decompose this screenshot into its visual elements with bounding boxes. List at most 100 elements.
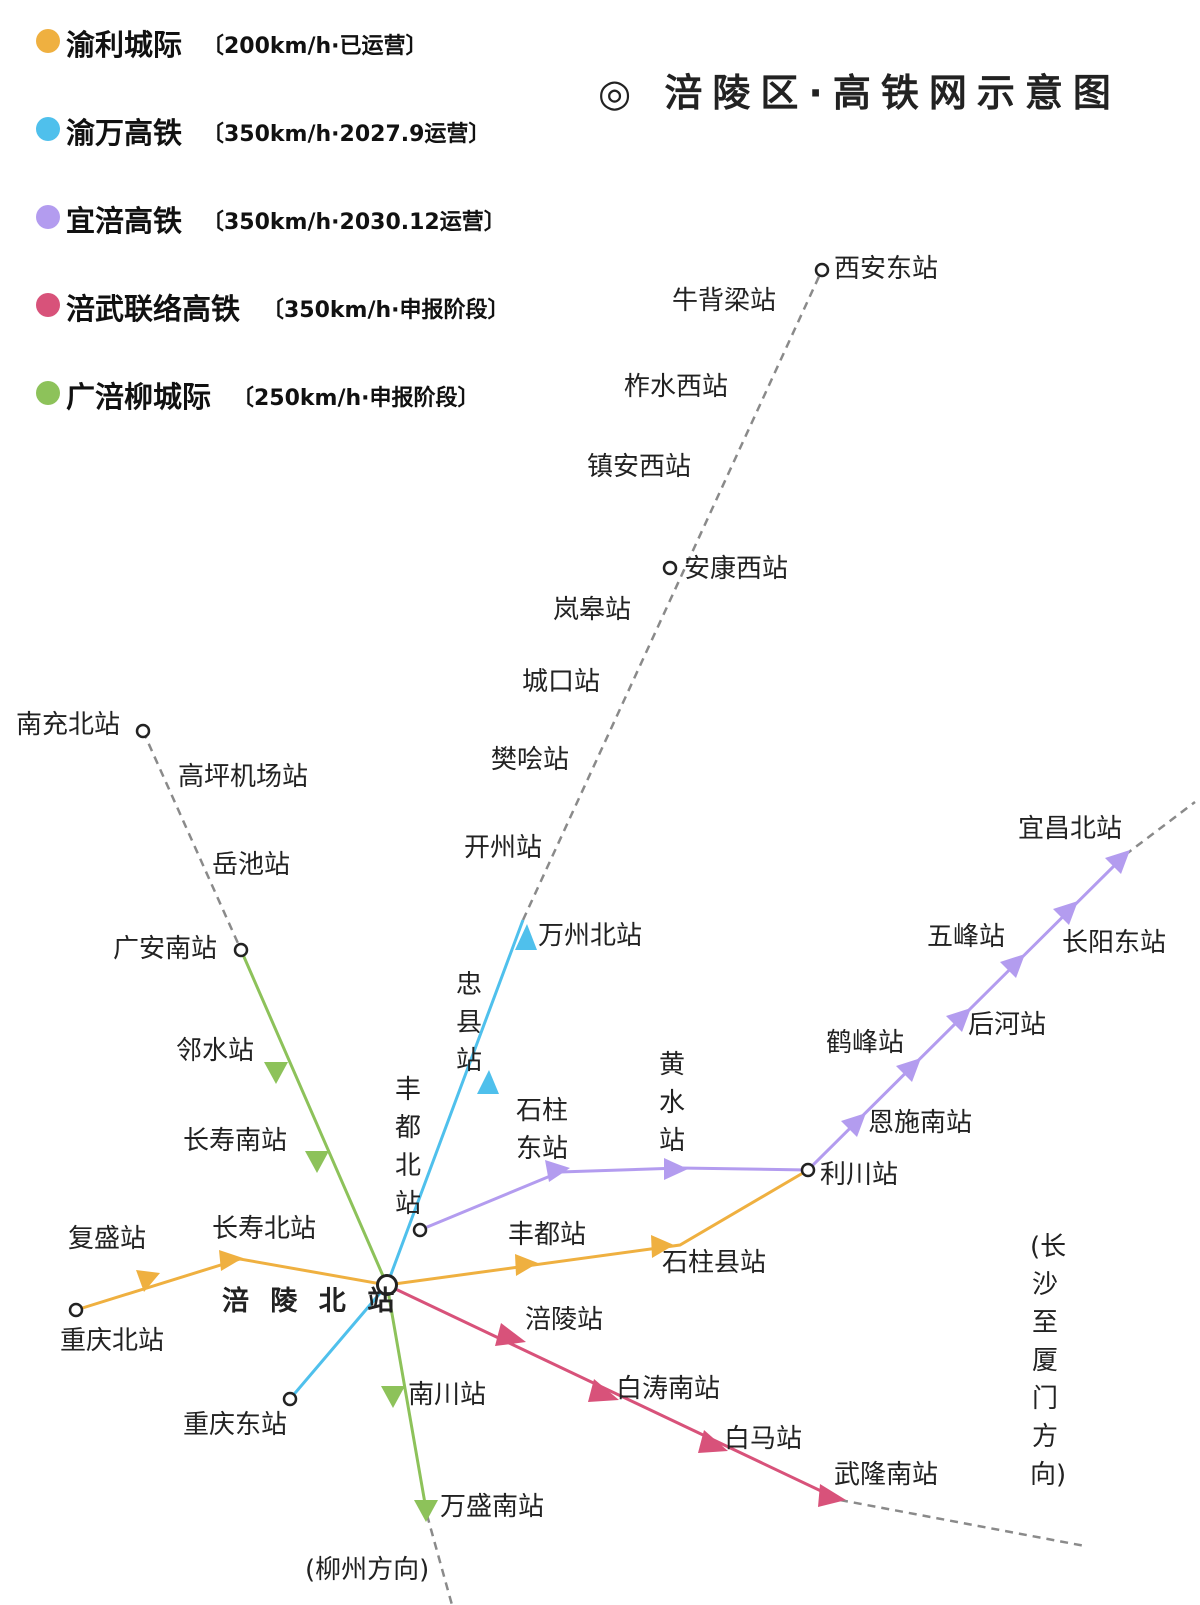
legend-name-yifu: 宜涪高铁 xyxy=(66,204,183,238)
station-label-hefeng: 鹤峰站 xyxy=(826,1028,905,1058)
station-label-chengkou: 城口站 xyxy=(522,667,601,697)
arrows-orange xyxy=(136,1235,674,1292)
arrow-marker xyxy=(946,1008,971,1032)
station-label-baitao-south: 白涛南站 xyxy=(616,1374,721,1404)
legend-dot-guangfuliu xyxy=(36,381,60,405)
station-label-shizhu-east: 石柱东站 xyxy=(512,1092,572,1168)
arrow-marker xyxy=(1000,954,1025,978)
arrow-marker xyxy=(495,1323,526,1346)
legend-spec-yifu: 〔350km/h·2030.12运营〕 xyxy=(202,210,506,235)
legend-spec-fuwu: 〔350km/h·申报阶段〕 xyxy=(262,298,510,323)
station-marker-guangan-south xyxy=(233,942,249,958)
arrow-marker xyxy=(651,1235,674,1258)
station-label-shizhu-county: 石柱县站 xyxy=(662,1248,767,1278)
arrow-marker xyxy=(588,1379,619,1402)
arrow-marker xyxy=(818,1484,846,1507)
station-label-shizhu-east-text: 石柱东站 xyxy=(515,1096,568,1164)
arrow-marker xyxy=(1053,901,1078,925)
arrows-blue xyxy=(477,924,537,1094)
legend-dot-yuli xyxy=(36,29,60,53)
station-label-enshi-south: 恩施南站 xyxy=(868,1108,973,1138)
legend-dot-yifu xyxy=(36,205,60,229)
dashed-line-liuzhou xyxy=(425,1514,454,1605)
arrow-marker xyxy=(264,1062,288,1084)
arrow-marker xyxy=(664,1158,688,1180)
station-marker-lichuan xyxy=(800,1162,816,1178)
legend-spec-guangfuliu: 〔250km/h·申报阶段〕 xyxy=(232,386,480,411)
station-label-lichuan: 利川站 xyxy=(820,1160,899,1190)
station-label-wanzhou-north: 万州北站 xyxy=(538,921,643,951)
station-label-langao: 岚皋站 xyxy=(553,595,632,625)
dashed-line-xian xyxy=(521,269,824,921)
arrows-purple xyxy=(545,850,1130,1182)
station-label-yichang-north: 宜昌北站 xyxy=(1018,814,1123,844)
station-label-houhe: 后河站 xyxy=(968,1010,1047,1040)
legend-name-yuli: 渝利城际 xyxy=(66,28,183,62)
station-label-nanchuan: 南川站 xyxy=(408,1380,487,1410)
station-label-chongqing-east: 重庆东站 xyxy=(183,1410,288,1440)
station-label-changshou-south: 长寿南站 xyxy=(183,1126,288,1156)
station-label-xian-east: 西安东站 xyxy=(834,254,939,284)
station-label-zhongxian: 忠县站 xyxy=(455,970,482,1076)
line-yuli xyxy=(75,1168,809,1312)
station-label-fengdu: 丰都站 xyxy=(508,1220,587,1250)
station-marker-chongqing-north xyxy=(68,1302,84,1318)
station-label-huangshui: 黄水站 xyxy=(658,1050,685,1156)
station-label-wulong-south: 武隆南站 xyxy=(834,1460,939,1490)
legend-dot-yuwan xyxy=(36,117,60,141)
station-label-zhenan-west: 镇安西站 xyxy=(587,452,692,482)
station-label-gaoping-airport: 高坪机场站 xyxy=(178,762,309,792)
station-label-fuling-north: 涪 陵 北 站 xyxy=(222,1286,401,1317)
station-label-wufeng: 五峰站 xyxy=(927,922,1006,952)
station-marker-chongqing-east xyxy=(282,1391,298,1407)
station-label-fusheng: 复盛站 xyxy=(68,1224,147,1254)
arrow-marker xyxy=(414,1500,438,1522)
map-title: ◎ 涪陵区·高铁网示意图 xyxy=(598,71,1121,115)
station-label-guangan-south: 广安南站 xyxy=(113,934,218,964)
station-marker-ankang-west xyxy=(662,560,678,576)
station-label-baima: 白马站 xyxy=(724,1424,803,1454)
arrow-marker xyxy=(896,1058,921,1082)
arrow-marker xyxy=(305,1151,329,1173)
station-label-changyang-east: 长阳东站 xyxy=(1062,928,1167,958)
arrow-marker xyxy=(1105,850,1130,874)
station-label-kaizhou: 开州站 xyxy=(464,833,543,863)
arrow-marker xyxy=(515,1254,538,1276)
station-label-changshou-north: 长寿北站 xyxy=(212,1214,317,1244)
station-marker-xian-east xyxy=(814,262,830,278)
station-label-chongqing-north: 重庆北站 xyxy=(60,1326,165,1356)
line-fuwu xyxy=(386,1283,841,1502)
station-label-linshui: 邻水站 xyxy=(176,1036,255,1066)
station-label-niubeiliang: 牛背梁站 xyxy=(672,286,777,316)
legend-dot-fuwu xyxy=(36,293,60,317)
arrow-marker xyxy=(515,924,537,950)
arrow-marker xyxy=(219,1250,243,1271)
legend-name-guangfuliu: 广涪柳城际 xyxy=(66,380,212,414)
arrow-marker xyxy=(841,1113,866,1137)
arrow-marker xyxy=(136,1270,160,1292)
station-label-zhashui-west: 柞水西站 xyxy=(624,372,729,402)
arrow-marker xyxy=(381,1386,405,1408)
dashed-line-changsha xyxy=(839,1498,1086,1548)
direction-label-changsha-xiamen: (长沙至厦门方向) xyxy=(1030,1232,1067,1490)
legend-spec-yuli: 〔200km/h·已运营〕 xyxy=(202,34,428,59)
arrow-marker xyxy=(545,1160,570,1182)
station-marker-fengdu-north xyxy=(412,1222,428,1238)
station-label-nanchong-north: 南充北站 xyxy=(16,710,121,740)
station-label-fankuai: 樊哙站 xyxy=(491,745,570,775)
station-marker-nanchong-north xyxy=(135,723,151,739)
arrows-red xyxy=(495,1323,846,1507)
legend-spec-yuwan: 〔350km/h·2027.9运营〕 xyxy=(202,122,491,147)
legend-name-fuwu: 涪武联络高铁 xyxy=(66,292,241,326)
station-label-fuling: 涪陵站 xyxy=(525,1305,604,1335)
legend-name-yuwan: 渝万高铁 xyxy=(66,116,183,150)
arrows-green xyxy=(264,1062,438,1522)
arrow-marker xyxy=(698,1430,728,1453)
station-label-wansheng-south: 万盛南站 xyxy=(440,1492,545,1522)
station-label-yuechi: 岳池站 xyxy=(212,850,291,880)
station-marker-fuling-north xyxy=(376,1274,398,1296)
station-label-liuzhou-direction: (柳州方向) xyxy=(305,1555,430,1585)
dashed-line-yichang xyxy=(1124,801,1196,856)
